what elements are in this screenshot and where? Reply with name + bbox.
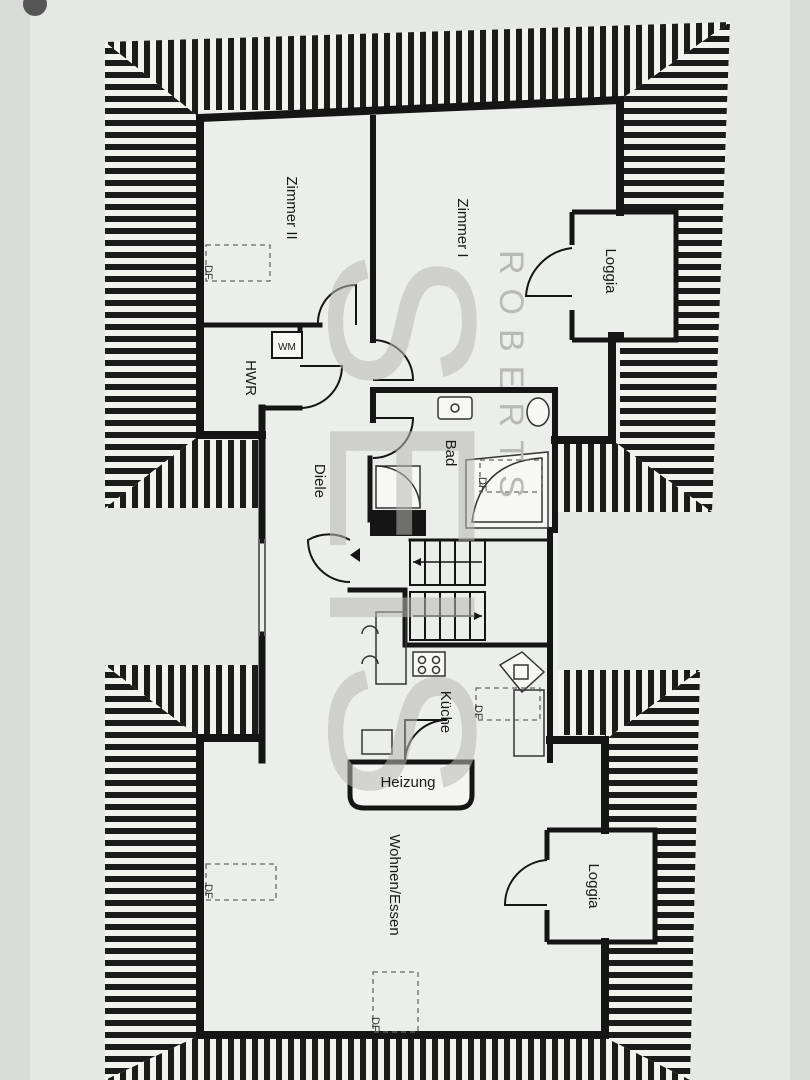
skylight-label: DF: [202, 884, 214, 899]
room-label-diele: Diele: [311, 464, 328, 498]
room-label-zimmer-1: Zimmer I: [454, 198, 471, 257]
room-label-loggia-bottom: Loggia: [585, 863, 602, 909]
room-label-zimmer-2: Zimmer II: [283, 176, 300, 239]
binder-hole: [23, 0, 47, 16]
watermark-vertical: ROBERTS: [492, 250, 530, 512]
skylight-label: DF: [369, 1017, 381, 1032]
loggia-top-outline: [569, 209, 679, 343]
washing-machine-icon: [271, 331, 303, 359]
doors: [299, 247, 573, 906]
bathroom-fixtures: [375, 396, 550, 529]
skylight-label: DF: [476, 477, 488, 492]
loggia-bottom-outline: [544, 827, 658, 945]
watermark-large: SEIS: [285, 250, 520, 825]
skylights: [205, 244, 543, 1033]
stairs: [409, 539, 486, 641]
kitchen-fixtures: [361, 611, 546, 757]
skylight-label: DF: [202, 265, 214, 280]
skylight-label: DF: [472, 705, 484, 720]
toilet-icon: [526, 397, 550, 427]
wm-label: WM: [278, 342, 296, 353]
stair-arrow-icon: [413, 558, 421, 566]
room-label-wohnen-essen: Wohnen/Essen: [386, 834, 403, 935]
room-label-heizung: Heizung: [380, 774, 435, 791]
sink-icon: [437, 396, 473, 420]
room-label-hwr: HWR: [242, 360, 259, 396]
bathtub-icon: [465, 451, 549, 529]
room-label-kueche: Küche: [437, 691, 454, 734]
room-label-loggia-top: Loggia: [602, 248, 619, 294]
entry-arrow-icon: [350, 548, 360, 562]
walls: [196, 95, 624, 1039]
room-label-bad: Bad: [442, 440, 459, 467]
kitchen-sink-icon: [498, 651, 546, 694]
heizung-room-outline: [347, 759, 475, 811]
stair-arrow-icon: [474, 612, 482, 620]
